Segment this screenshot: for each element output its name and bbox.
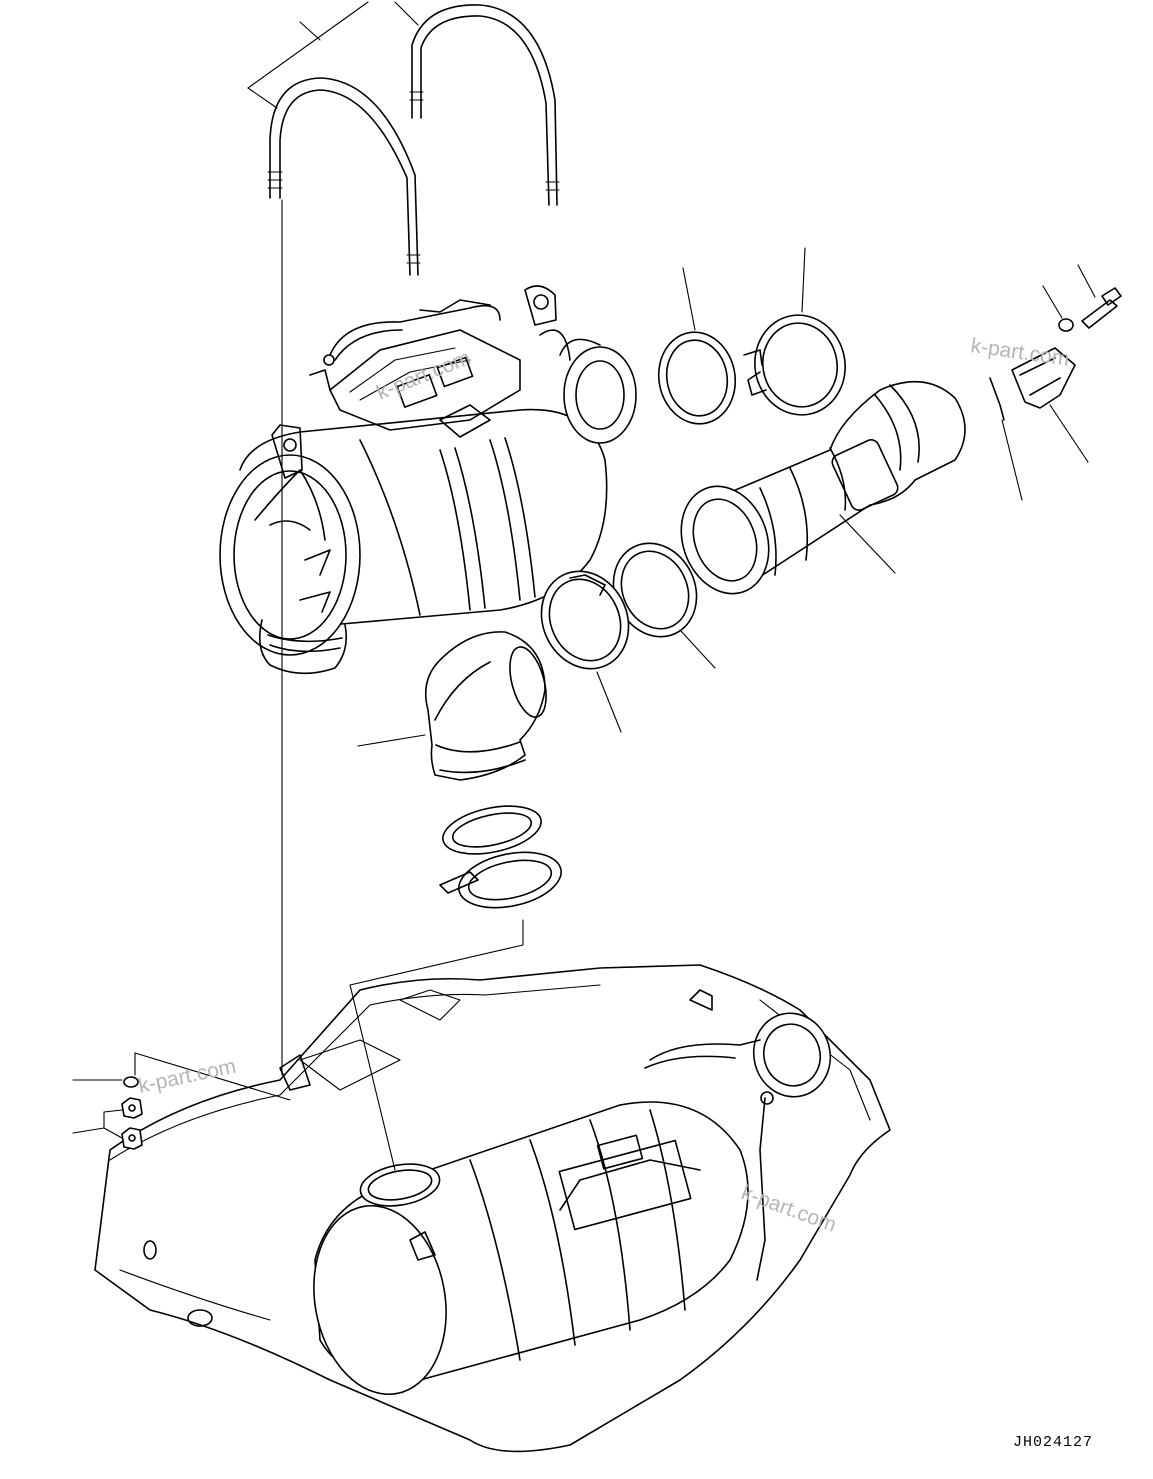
- nut-upper: [121, 1097, 143, 1119]
- sensor-pin: [989, 377, 1005, 421]
- elbow-pipe: [424, 631, 547, 781]
- gasket-upper: [657, 331, 737, 425]
- clamp-upper: [743, 314, 846, 416]
- bolt: [1081, 287, 1122, 329]
- drawing-code: JH024127: [1013, 1434, 1093, 1451]
- clamp-middle: [540, 570, 630, 670]
- leader-lines: [72, 199, 1096, 1171]
- nut-lower: [121, 1127, 143, 1150]
- gasket-middle: [612, 542, 698, 638]
- clamp-lower: [439, 851, 562, 909]
- lower-dpf-assembly: [279, 989, 832, 1396]
- watermark-lower-right: k-part.com: [738, 1181, 839, 1237]
- sensor-bracket: [1011, 347, 1076, 409]
- rod-pair: [267, 4, 560, 276]
- gasket-lower: [442, 805, 542, 855]
- washer: [1058, 318, 1074, 332]
- leader-rods: [247, 1, 419, 109]
- cross-pipe: [680, 380, 966, 595]
- washer-small: [123, 1076, 139, 1088]
- watermark-upper-center: k-part.com: [373, 346, 474, 404]
- watermark-lower-left: k-part.com: [136, 1055, 238, 1098]
